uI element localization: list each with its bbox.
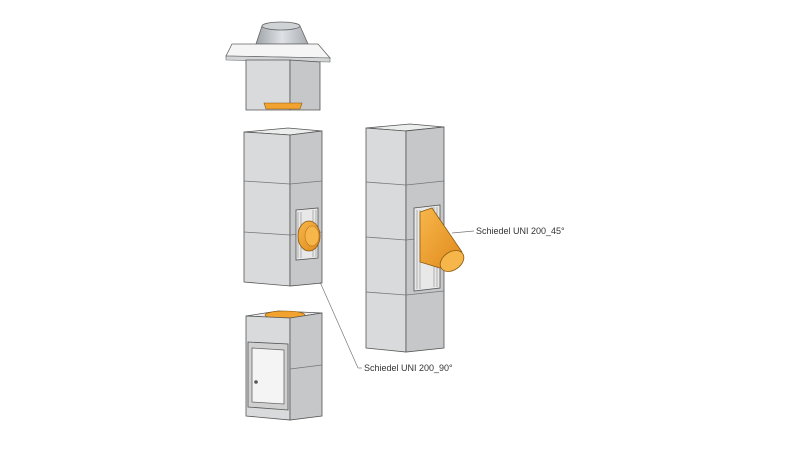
callout-label-45: Schiedel UNI 200_45° [476,226,565,236]
callout-90: Schiedel UNI 200_90° [319,281,453,373]
chimney-base [245,310,323,421]
chimney-cap-icon [225,21,331,63]
chimney-stack-90 [243,127,323,287]
callout-label-90: Schiedel UNI 200_90° [364,363,453,373]
flue-connector-90-icon [297,220,321,252]
chimney-head [225,21,331,111]
chimney-stack-45 [365,123,465,353]
flue-connector-45-icon [419,207,465,272]
callout-45: Schiedel UNI 200_45° [451,226,565,236]
cleanout-door-icon [247,341,289,411]
